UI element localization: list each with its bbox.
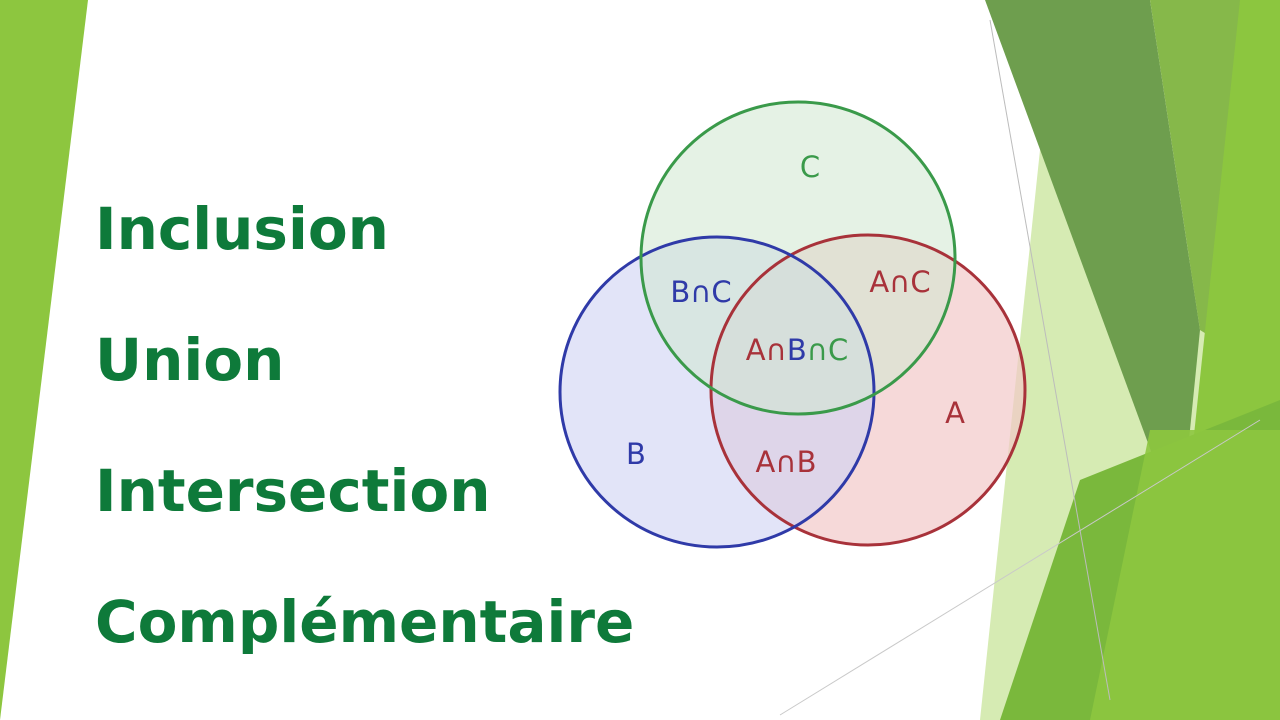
label-a-and-c: A∩C	[869, 265, 930, 299]
label-b-and-c: B∩C	[670, 275, 731, 309]
label-abc-part-b: B	[787, 333, 807, 367]
thin-line-2	[779, 419, 1261, 716]
term-inclusion: Inclusion	[95, 195, 389, 263]
term-complementaire: Complémentaire	[95, 588, 635, 656]
venn-fills	[560, 102, 1025, 547]
label-a-and-b-and-c: A∩B∩C	[746, 333, 848, 367]
venn-labels: C A B B∩C A∩C A∩B A∩B∩C	[626, 150, 965, 479]
bottom-accent-shape	[1090, 430, 1280, 720]
thin-line-1	[989, 19, 1111, 701]
set-a-circle	[709, 233, 1027, 547]
term-intersection: Intersection	[95, 457, 491, 525]
label-abc-part-a: A∩	[746, 333, 787, 367]
label-set-a: A	[945, 396, 965, 430]
label-abc-part-c: ∩C	[807, 333, 848, 367]
set-b-circle	[558, 235, 876, 549]
label-a-and-b: A∩B	[756, 445, 817, 479]
set-c-circle	[639, 100, 957, 416]
venn-outlines	[558, 100, 1027, 549]
label-set-c: C	[800, 150, 820, 184]
right-dark-shape	[985, 0, 1200, 530]
term-union: Union	[95, 326, 285, 394]
left-accent-shape	[0, 0, 88, 720]
label-set-b: B	[626, 437, 646, 471]
